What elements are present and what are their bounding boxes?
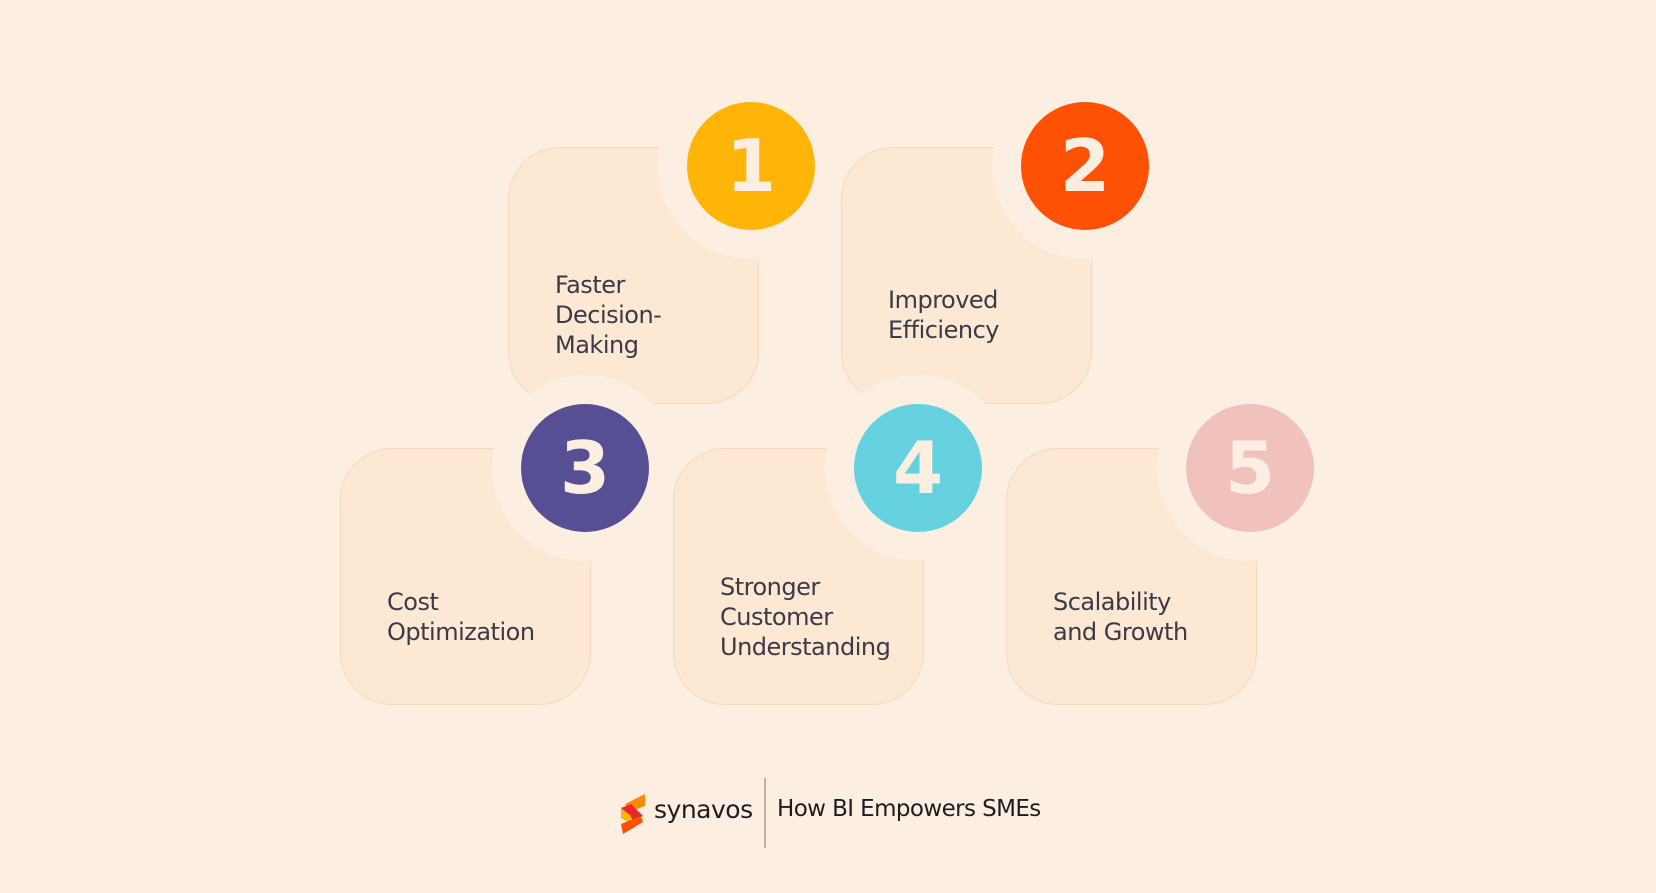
- number-badge-3: 3: [521, 404, 649, 532]
- label-line: Scalability: [1053, 588, 1171, 616]
- label-line: Optimization: [387, 618, 535, 646]
- benefit-label-1: Faster Decision- Making: [555, 270, 662, 360]
- label-line: Improved: [888, 286, 998, 314]
- benefit-label-3: Cost Optimization: [387, 587, 535, 647]
- label-line: and Growth: [1053, 618, 1188, 646]
- footer: synavos How BI Empowers SMEs: [0, 778, 1656, 848]
- label-line: Making: [555, 331, 639, 359]
- label-line: Cost: [387, 588, 439, 616]
- benefit-label-4: Stronger Customer Understanding: [720, 572, 891, 662]
- number-badge-4: 4: [854, 404, 982, 532]
- label-line: Efficiency: [888, 316, 999, 344]
- label-line: Understanding: [720, 633, 891, 661]
- label-line: Faster: [555, 271, 625, 299]
- footer-divider: [764, 778, 766, 848]
- benefit-label-5: Scalability and Growth: [1053, 587, 1188, 647]
- number-badge-1: 1: [687, 102, 815, 230]
- label-line: Customer: [720, 603, 833, 631]
- label-line: Stronger: [720, 573, 820, 601]
- number-badge-5: 5: [1186, 404, 1314, 532]
- benefit-label-2: Improved Efficiency: [888, 285, 999, 345]
- synavos-s-logo-icon: [621, 794, 645, 834]
- label-line: Decision-: [555, 301, 662, 329]
- brand-name: synavos: [654, 795, 753, 824]
- number-badge-2: 2: [1021, 102, 1149, 230]
- diagram-title: How BI Empowers SMEs: [777, 796, 1041, 822]
